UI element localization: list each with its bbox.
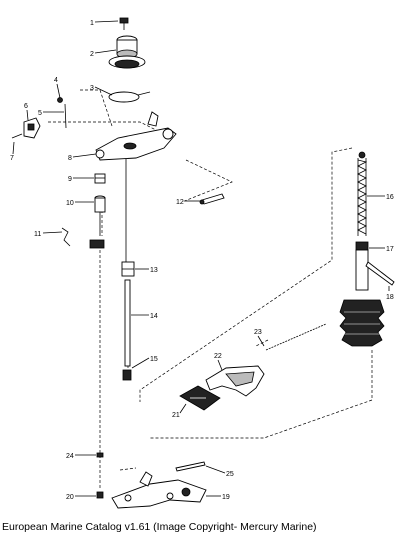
part-14-shift-rod: [124, 279, 131, 367]
part-11-spring-clip: [61, 227, 71, 247]
callout-7: 7: [10, 155, 14, 162]
guide-lines: [48, 89, 373, 490]
callout-22: 22: [214, 353, 222, 360]
callout-3: 3: [90, 85, 94, 92]
callout-17: 17: [386, 246, 394, 253]
callout-16: 16: [386, 194, 394, 201]
part-12-screw: [199, 193, 225, 205]
part-4-screw: [57, 97, 63, 103]
shaft-block: [89, 239, 105, 249]
callout-8: 8: [68, 155, 72, 162]
part-21-pad: [179, 385, 221, 411]
callout-13: 13: [150, 267, 158, 274]
callout-6: 6: [24, 103, 28, 110]
part-6-bracket: [23, 117, 41, 139]
part-9-nut: [94, 173, 106, 184]
callout-21: 21: [172, 412, 180, 419]
callout-5: 5: [38, 110, 42, 117]
callout-24: 24: [66, 453, 74, 460]
bellows-boot: [339, 299, 385, 347]
part-8-shift-lever: [95, 111, 177, 161]
callout-11: 11: [34, 231, 41, 238]
callout-2: 2: [90, 51, 94, 58]
callout-19: 19: [222, 494, 230, 501]
part-13-coupler: [121, 261, 135, 277]
part-19-lower-lever: [111, 471, 207, 509]
callout-23: 23: [254, 329, 262, 336]
part-1-screw: [119, 17, 129, 30]
callout-labels: 1 2 3 4 5 6 7 8 9 10 11 12 13 14 15 16 1…: [10, 20, 394, 501]
callout-4: 4: [54, 77, 58, 84]
part-7-screw: [11, 133, 23, 139]
copyright-caption: European Marine Catalog v1.61 (Image Cop…: [2, 521, 317, 533]
callout-25: 25: [226, 471, 234, 478]
callout-20: 20: [66, 494, 74, 501]
callout-14: 14: [150, 313, 158, 320]
part-5-pin: [64, 103, 67, 129]
callout-12: 12: [176, 199, 184, 206]
callout-1: 1: [90, 20, 94, 27]
part-16-spring: [357, 151, 368, 236]
part-10-bushing: [94, 195, 106, 236]
part-23-cable: [265, 323, 327, 351]
part-2-bushing: [108, 35, 146, 69]
part-22-handle: [205, 365, 265, 397]
part-15-rod-end: [122, 369, 132, 381]
callout-15: 15: [150, 356, 158, 363]
callout-18: 18: [386, 294, 394, 301]
part-24-nut: [96, 452, 104, 458]
part-18-pin: [365, 261, 395, 286]
part-20-nut: [96, 491, 104, 499]
part-17-shaft-tube: [355, 241, 369, 291]
part-3-retainer-clip: [108, 91, 151, 103]
callout-10: 10: [66, 200, 74, 207]
part-25-pin-rod: [175, 461, 206, 472]
callout-9: 9: [68, 176, 72, 183]
